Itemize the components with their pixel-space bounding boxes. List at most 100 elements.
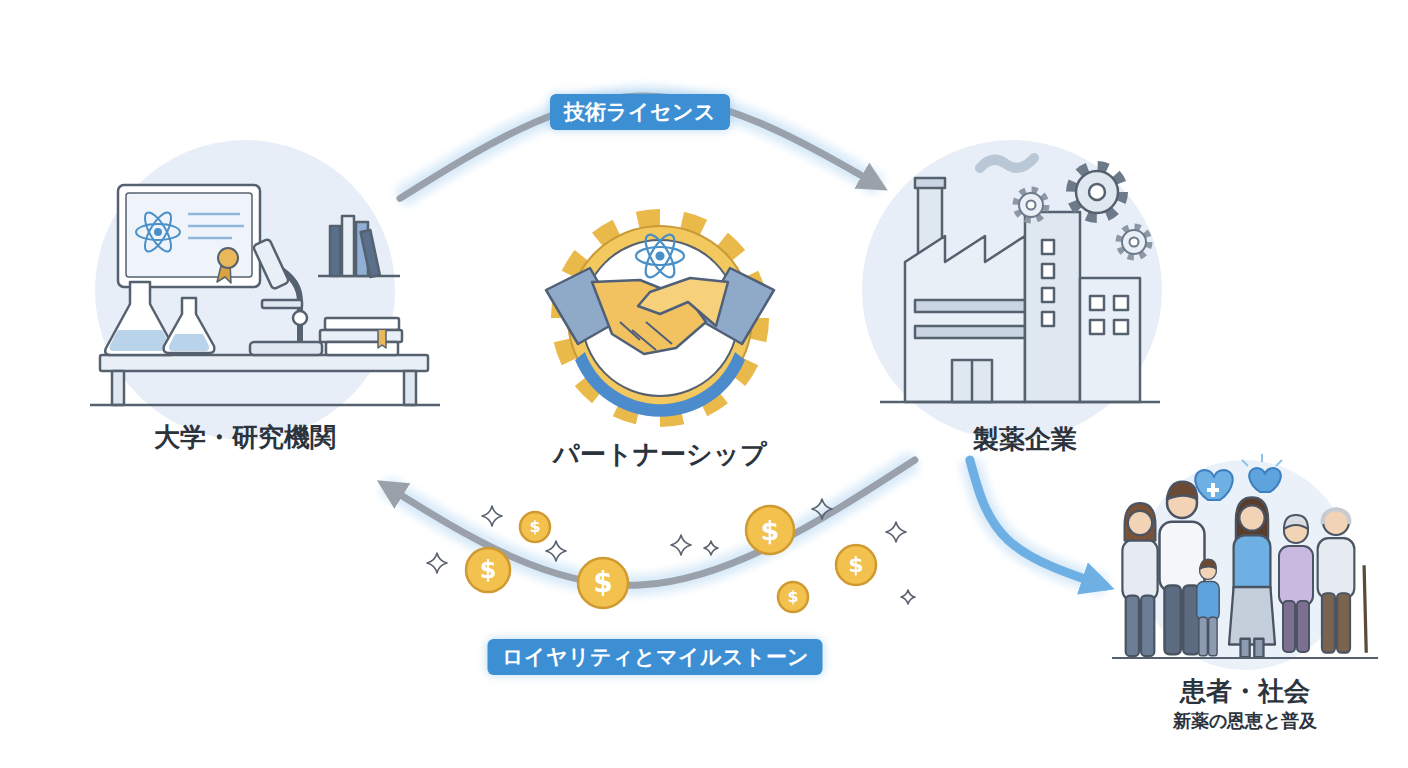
coin-symbol: $ xyxy=(593,569,612,597)
lab-illustration-part xyxy=(404,371,416,405)
people-illustration-part-part xyxy=(1125,503,1156,540)
factory-illustration-part xyxy=(1090,296,1104,310)
sparkles-part xyxy=(482,506,502,526)
lab-illustration-part xyxy=(118,185,260,287)
sparkles-part xyxy=(704,541,718,555)
people-illustration-part-part xyxy=(1323,509,1349,524)
factory-illustration-part xyxy=(980,158,1034,168)
payment-arrow xyxy=(385,460,915,585)
people-illustration-part-part xyxy=(1364,565,1366,652)
lab-illustration-part xyxy=(110,330,171,351)
factory-illustration-part xyxy=(915,178,945,188)
care-icons-part xyxy=(1242,454,1282,466)
people-illustration-part-part xyxy=(1229,587,1275,645)
lab-illustration-part-part xyxy=(188,225,244,228)
care-icons-part-part xyxy=(1261,454,1263,462)
gear-icons xyxy=(1016,166,1149,257)
lab-illustration-part xyxy=(188,214,244,238)
people-illustration-part xyxy=(1318,509,1367,653)
factory-illustration-part xyxy=(1025,212,1080,402)
people-illustration-part xyxy=(1279,515,1313,652)
factory-illustration-part xyxy=(1114,320,1128,334)
lab-illustration-part xyxy=(378,330,386,348)
gear-icons-part xyxy=(1076,171,1118,213)
gear-icons-part xyxy=(1089,184,1105,200)
lab-illustration-part xyxy=(250,342,322,355)
people-illustration-part-part xyxy=(1239,505,1264,530)
people-illustration-part-part xyxy=(1283,601,1295,652)
lab-illustration-part-part xyxy=(188,237,232,240)
lab-illustration-part xyxy=(330,226,340,276)
partnership-emblem-part-part xyxy=(657,253,664,260)
people-illustration-part-part xyxy=(1122,540,1157,602)
people-illustration-part-part xyxy=(1200,559,1217,569)
partnership-emblem-part-part xyxy=(638,278,728,326)
factory-illustration-part xyxy=(915,326,1025,338)
lab-illustration-part xyxy=(90,404,440,407)
edge-label: 技術ライセンス xyxy=(550,94,730,130)
people-illustration-part-part xyxy=(1126,596,1139,657)
care-icons-part-part xyxy=(1242,460,1248,466)
edge-label: ロイヤリティとマイルストーン xyxy=(488,639,823,675)
coins-part xyxy=(520,512,550,542)
people-illustration-part-part xyxy=(1279,546,1313,606)
society-node: 患者・社会新薬の恩恵と普及 xyxy=(1105,455,1385,740)
lab-illustration-part xyxy=(218,248,238,268)
factory-illustration-part xyxy=(971,360,974,402)
coins-part xyxy=(466,548,510,592)
lab-illustration-part xyxy=(361,230,380,277)
people-illustration-part-part xyxy=(1241,639,1250,657)
factory-illustration-part xyxy=(1080,278,1140,402)
care-icons-part xyxy=(1195,470,1232,500)
care-icons-part xyxy=(1207,483,1219,497)
node-title: パートナーシップ xyxy=(553,438,767,472)
care-icons-part-part xyxy=(1276,460,1282,466)
lab-illustration-part-part xyxy=(188,213,240,216)
people-illustration-part xyxy=(1122,503,1157,656)
sparkles-part xyxy=(546,541,566,561)
people-illustration-part-part xyxy=(1141,596,1154,657)
factory-illustration xyxy=(880,158,1160,402)
people-illustration-part xyxy=(1229,497,1275,657)
people-illustration-part-part xyxy=(1167,482,1197,500)
partnership-node: パートナーシップ xyxy=(540,220,780,480)
node-title: 患者・社会 xyxy=(1180,675,1310,709)
gear-icons-part xyxy=(1019,193,1043,217)
lab-illustration-part xyxy=(136,209,180,255)
gear-icons-part xyxy=(1071,166,1123,218)
people-illustration-part xyxy=(1112,657,1378,659)
people-illustration-part-part xyxy=(1323,509,1349,535)
partnership-emblem xyxy=(546,218,774,418)
company-node: 製薬企業 xyxy=(880,130,1170,460)
people-illustration-part-part xyxy=(1322,593,1335,652)
background-circles-part xyxy=(95,140,395,440)
coin-symbol: $ xyxy=(787,589,798,605)
lab-illustration xyxy=(90,185,440,405)
factory-illustration-part xyxy=(1042,312,1054,326)
coins-part xyxy=(578,558,628,608)
coins-part xyxy=(746,506,794,554)
sparkles xyxy=(427,499,915,604)
lab-illustration-part xyxy=(112,371,124,405)
node-title: 大学・研究機関 xyxy=(154,421,336,455)
lab-illustration-part xyxy=(169,334,209,351)
factory-illustration-part xyxy=(1042,288,1054,302)
connector-glow xyxy=(385,460,915,585)
lab-illustration-part xyxy=(326,342,398,355)
care-icons xyxy=(1195,454,1282,500)
people-illustration-part-part xyxy=(1199,617,1207,656)
lab-illustration-part xyxy=(126,193,252,277)
people-illustration-part-part xyxy=(1337,593,1350,652)
partnership-emblem-part-part xyxy=(640,231,680,282)
factory-illustration-part xyxy=(1090,320,1104,334)
gear-icons-part xyxy=(1130,238,1139,247)
people-illustration-part xyxy=(1197,559,1219,656)
people-illustration xyxy=(1112,454,1378,658)
care-icons-part xyxy=(1249,468,1281,492)
factory-illustration-part xyxy=(905,236,1025,402)
people-illustration-part-part xyxy=(1160,522,1205,592)
institution-node: 大学・研究機関 xyxy=(90,170,400,485)
factory-illustration-part xyxy=(1042,240,1054,254)
